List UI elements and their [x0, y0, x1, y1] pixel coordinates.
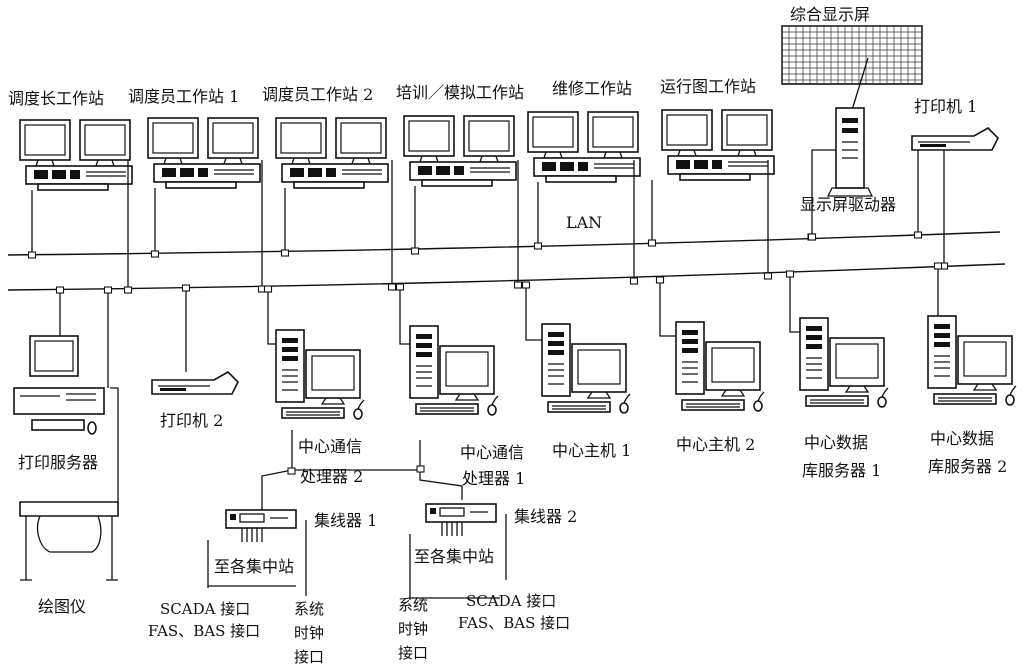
clock-interface-label: 接口: [398, 644, 428, 662]
bus-nodes: [27, 231, 949, 294]
display-screen: [781, 25, 923, 85]
workstation-3: [275, 117, 393, 287]
clock-interface-label: 时钟: [294, 624, 324, 642]
printer-2: [151, 288, 239, 395]
db-server-1-label: 中心数据: [804, 433, 868, 452]
clock-interface-label: 系统: [398, 596, 428, 614]
workstation-label: 调度员工作站 2: [262, 85, 373, 104]
db-server-2-label: 中心数据: [930, 429, 994, 448]
workstation-label: 培训／模拟工作站: [396, 83, 524, 102]
comm-processor-2-label: 处理器 2: [300, 467, 363, 486]
interface-brackets: [207, 514, 507, 600]
workstation-4: [403, 115, 519, 285]
hub-1-label: 集线器 1: [314, 511, 377, 530]
to-stations-label: 至各集中站: [214, 557, 294, 576]
workstation-6: [651, 109, 775, 276]
plotter: [19, 387, 119, 581]
db-server-1-label: 库服务器 1: [802, 461, 881, 480]
printer-2-label: 打印机 2: [160, 411, 223, 430]
workstation-1: [19, 119, 133, 290]
host-1-label: 中心主机 1: [552, 441, 631, 460]
hub-2: [416, 440, 497, 537]
display-screen-label: 综合显示屏: [790, 5, 870, 24]
comm-processor-2: [267, 289, 365, 420]
to-stations-label: 至各集中站: [414, 547, 494, 566]
host-2: [659, 280, 765, 412]
db-server-2: [927, 266, 1017, 406]
hub-1: [225, 430, 463, 543]
workstation-label: 调度长工作站: [8, 89, 104, 108]
host-1: [525, 285, 631, 414]
print-server-label: 打印服务器: [18, 453, 98, 472]
printer-1-label: 打印机 1: [914, 97, 977, 116]
db-server-1: [789, 274, 889, 408]
lan-bus: [7, 231, 1006, 291]
workstation-label: 调度员工作站 1: [128, 87, 239, 106]
workstation-2: [147, 117, 263, 289]
clock-interface-label: 时钟: [398, 620, 428, 638]
display-driver-label: 显示屏驱动器: [800, 195, 896, 214]
comm-processor-1-label: 中心通信: [460, 443, 524, 462]
workstation-5: [527, 111, 641, 281]
workstation-label: 维修工作站: [552, 79, 632, 98]
display-driver: [807, 57, 874, 241]
hub-2-label: 集线器 2: [514, 507, 577, 526]
print-server: [13, 290, 109, 435]
workstation-label: 运行图工作站: [660, 77, 756, 96]
comm-processor-1-label: 处理器 1: [462, 469, 525, 488]
scada-interface-label: SCADA 接口: [160, 600, 250, 618]
printer-1: [911, 127, 999, 266]
fas-bas-interface-label: FAS、BAS 接口: [458, 614, 570, 632]
comm-processor-2-label: 中心通信: [298, 437, 362, 456]
plotter-label: 绘图仪: [38, 597, 86, 616]
fas-bas-interface-label: FAS、BAS 接口: [148, 622, 260, 640]
db-server-2-label: 库服务器 2: [928, 457, 1007, 476]
lan-label: LAN: [566, 213, 602, 232]
clock-interface-label: 系统: [294, 600, 324, 618]
clock-interface-label: 接口: [294, 648, 324, 666]
scada-interface-label: SCADA 接口: [466, 592, 556, 610]
host-2-label: 中心主机 2: [676, 435, 755, 454]
comm-processor-1: [399, 287, 499, 416]
